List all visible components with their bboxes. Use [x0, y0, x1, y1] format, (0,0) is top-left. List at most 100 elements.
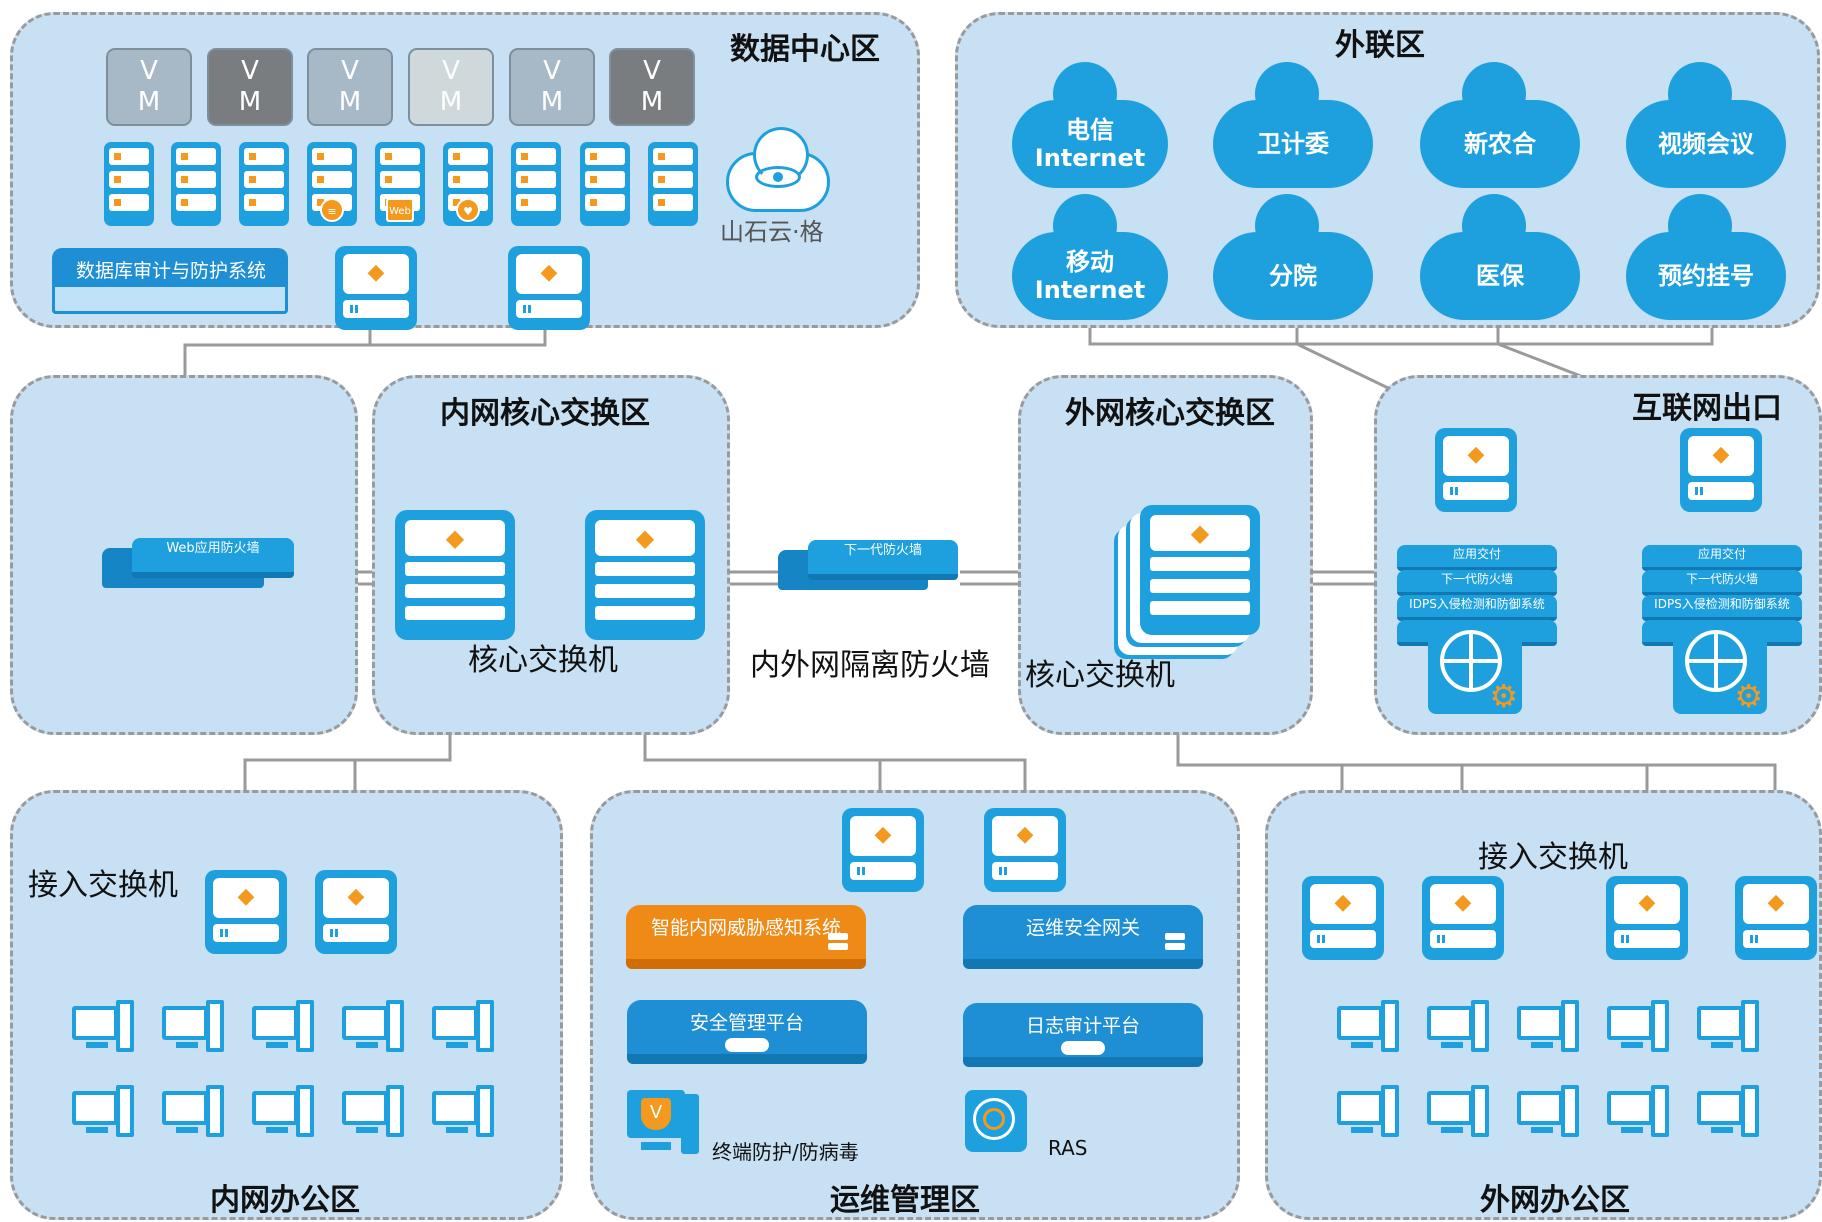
cloud-label: 分院: [1269, 262, 1317, 290]
desktop-pc-icon: [1517, 1085, 1581, 1139]
vm-label-v: V: [543, 56, 561, 86]
zone-outer-core: [1018, 375, 1313, 735]
outer-access-switch-label: 接入交换机: [1478, 840, 1628, 875]
db-audit-panel: [52, 284, 288, 314]
desktop-pc-icon: [1517, 1000, 1581, 1054]
cloud-icon: 预约挂号: [1626, 180, 1786, 320]
zone-title-external: 外联区: [1335, 28, 1425, 63]
endpoint-protection-label: 终端防护/防病毒: [712, 1140, 859, 1164]
waf-label: Web应用防火墙: [166, 541, 260, 556]
zone-title-inner-core: 内网核心交换区: [440, 396, 650, 431]
behavior-mgmt-icon: [1428, 622, 1522, 714]
vm-label-m: M: [238, 87, 262, 117]
cloud-icon: 卫计委: [1213, 48, 1373, 188]
cloud-icon: 分院: [1213, 180, 1373, 320]
idps-appliance-label: IDPS入侵检测和防御系统: [1409, 597, 1545, 611]
vm-label-m: M: [338, 87, 362, 117]
zone-outer-office: [1265, 790, 1822, 1220]
cloud-label: 医保: [1476, 262, 1524, 290]
vm-label-m: M: [137, 87, 161, 117]
cloud-icon: 移动 Internet: [1012, 180, 1168, 320]
log-audit-label: 日志审计平台: [1025, 1015, 1140, 1037]
zone-title-ops: 运维管理区: [830, 1183, 980, 1218]
vm-label-m: M: [540, 87, 564, 117]
cloud-label: 移动 Internet: [1034, 248, 1146, 304]
inner-core-switch-1: [395, 510, 515, 640]
desktop-pc-icon: [162, 1000, 226, 1054]
isolation-firewall: 下一代防火墙: [808, 540, 958, 580]
server-icon: [104, 142, 154, 226]
eye-icon: [755, 166, 801, 188]
waf-appliance: Web应用防火墙: [132, 538, 294, 578]
server-icon: Web: [375, 142, 425, 226]
desktop-pc-icon: [1697, 1000, 1761, 1054]
desktop-pc-icon: [342, 1085, 406, 1139]
ras-radar-icon: [965, 1090, 1027, 1152]
cloud-icon: 新农合: [1420, 48, 1580, 188]
vm-label-v: V: [140, 56, 158, 86]
zone-title-datacenter: 数据中心区: [730, 32, 880, 67]
cloud-label: 电信 Internet: [1034, 116, 1146, 172]
log-audit-platform: 日志审计平台: [963, 1003, 1203, 1067]
inner-core-switch-label: 核心交换机: [468, 643, 618, 678]
idps-appliance: IDPS入侵检测和防御系统: [1397, 595, 1557, 621]
server-icon: [239, 142, 289, 226]
zone-title-outer-core: 外网核心交换区: [1065, 396, 1275, 431]
ops-switch-2: [984, 808, 1066, 892]
ops-switch-1: [842, 808, 924, 892]
security-mgmt-label: 安全管理平台: [689, 1012, 804, 1034]
threat-sensing-label: 智能内网威胁感知系统: [650, 917, 841, 939]
threat-sensing-appliance: 智能内网威胁感知系统: [626, 905, 866, 969]
isolation-firewall-caption: 内外网隔离防火墙: [750, 648, 990, 683]
app-delivery-appliance: 应用交付: [1397, 545, 1557, 571]
db-audit-appliance: 数据库审计与防护系统: [52, 248, 288, 314]
app-delivery-appliance-label: 应用交付: [1697, 547, 1746, 561]
desktop-pc-icon: [72, 1000, 136, 1054]
vm-label-v: V: [643, 56, 661, 86]
server-icon: [511, 142, 561, 226]
database-badge-icon: ≡: [320, 198, 344, 222]
inner-core-switch-2: [585, 510, 705, 640]
cloud-label: 视频会议: [1658, 130, 1754, 158]
desktop-pc-icon: [1337, 1000, 1401, 1054]
cloud-icon: 医保: [1420, 180, 1580, 320]
db-audit-label: 数据库审计与防护系统: [76, 260, 267, 282]
desktop-pc-icon: [1427, 1000, 1491, 1054]
desktop-pc-icon: [432, 1085, 496, 1139]
isolation-firewall-label: 下一代防火墙: [843, 543, 922, 558]
server-icon: [171, 142, 221, 226]
desktop-pc-icon: [1607, 1000, 1671, 1054]
inner-access-switch-1: [205, 870, 287, 954]
desktop-pc-icon: [72, 1085, 136, 1139]
ngfw-appliance: 下一代防火墙: [1642, 570, 1802, 596]
desktop-pc-icon: [1427, 1085, 1491, 1139]
outer-access-switch-3: [1606, 876, 1688, 960]
cloud-label: 新农合: [1464, 130, 1536, 158]
desktop-pc-icon: [162, 1085, 226, 1139]
outer-access-switch-4: [1735, 876, 1817, 960]
outer-core-switch-label: 核心交换机: [1025, 658, 1175, 693]
ras-label: RAS: [1048, 1136, 1088, 1160]
zone-title-inner-office: 内网办公区: [210, 1183, 360, 1218]
zone-title-internet-exit: 互联网出口: [1632, 391, 1782, 426]
ngfw-appliance-label: 下一代防火墙: [1685, 572, 1758, 586]
idps-appliance-label: IDPS入侵检测和防御系统: [1654, 597, 1790, 611]
server-icon: ≡: [307, 142, 357, 226]
server-icon: [648, 142, 698, 226]
desktop-pc-icon: [432, 1000, 496, 1054]
dc-switch-2: [508, 246, 590, 330]
inner-access-switch-label: 接入交换机: [28, 868, 178, 903]
app-delivery-appliance-label: 应用交付: [1452, 547, 1501, 561]
server-icon: [580, 142, 630, 226]
shield-badge-icon: ♥: [456, 198, 480, 222]
vm-label-v: V: [442, 56, 460, 86]
web-badge-icon: Web: [386, 198, 414, 222]
behavior-mgmt-icon: [1673, 622, 1767, 714]
security-mgmt-platform: 安全管理平台: [627, 1000, 867, 1064]
